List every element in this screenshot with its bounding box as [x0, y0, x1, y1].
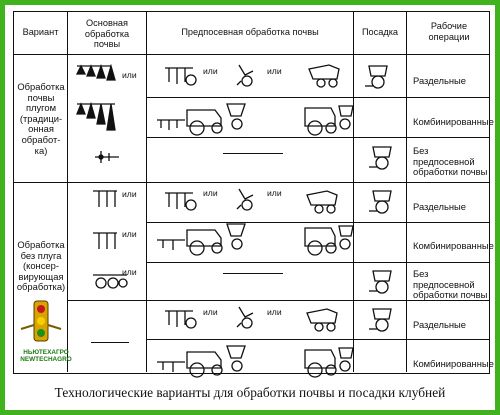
row-divider [146, 137, 489, 139]
row-divider [67, 300, 489, 302]
or-connector: или [122, 267, 137, 277]
header-divider [14, 54, 489, 56]
disc-harrow-icon [93, 274, 128, 289]
combined-tractor-unit-icon [157, 223, 354, 256]
potato-planter-icon [369, 146, 392, 170]
row-divider [146, 222, 489, 224]
chisel-tool-icon [93, 232, 117, 249]
header-primary: Основная обработка почвы [84, 18, 130, 50]
cultivator-icon [165, 67, 197, 86]
mouldboard-plough-icon [76, 101, 116, 131]
newtechagro-logo: НЬЮТЕХАГРО NEWTECHAGRO [19, 299, 72, 369]
operation-label: Без предпосевной обработки почвы [413, 268, 488, 301]
rotary-tiller-icon [236, 64, 254, 87]
cultivator-icon [165, 310, 197, 329]
operation-label: Раздельные [413, 201, 466, 212]
or-connector: или [267, 66, 282, 76]
header-planting: Посадка [361, 27, 399, 37]
or-connector: или [267, 188, 282, 198]
technology-table: Вариант Основная обработка почвы Предпос… [13, 11, 490, 374]
power-harrow-icon [306, 190, 338, 214]
col-divider [353, 12, 355, 372]
group-label-plough: Обработка почвы плугом (традици-онная об… [17, 81, 65, 156]
operation-label: Раздельные [413, 75, 466, 86]
potato-planter-icon [365, 65, 388, 89]
col-divider [146, 12, 148, 372]
or-connector: или [203, 307, 218, 317]
header-presowing: Предпосевная обработка почвы [181, 27, 319, 37]
or-connector: или [122, 189, 137, 199]
document-page: Вариант Основная обработка почвы Предпос… [5, 5, 495, 410]
power-harrow-icon [306, 308, 338, 332]
col-divider [67, 12, 69, 372]
figure-caption: Технологические варианты для обработки п… [54, 385, 446, 400]
header-variant: Вариант [22, 27, 59, 37]
group-divider [14, 182, 489, 184]
operation-label: Комбинированные [413, 116, 494, 127]
harrow-icon [95, 151, 119, 163]
or-connector: или [122, 70, 137, 80]
no-operation-dash [91, 342, 129, 344]
or-connector: или [267, 307, 282, 317]
chisel-tool-icon [93, 190, 117, 207]
no-operation-dash [223, 273, 283, 275]
col-divider [406, 12, 408, 372]
header-operations: Рабочие операции [428, 21, 470, 42]
row-divider [146, 262, 489, 264]
logo-text-ru: НЬЮТЕХАГРО [23, 349, 69, 356]
group-label-no-plough: Обработка без плуга (консер-вирующая обр… [16, 239, 66, 293]
row-divider [146, 97, 489, 99]
rotary-tiller-icon [236, 306, 254, 329]
operation-label: Комбинированные [413, 358, 494, 369]
power-harrow-icon [308, 64, 340, 88]
potato-planter-icon [369, 308, 392, 332]
combined-tractor-unit-icon [157, 345, 354, 378]
row-divider [146, 339, 489, 341]
logo-text-en: NEWTECHAGRO [20, 356, 72, 363]
operation-label: Без предпосевной обработки почвы [413, 145, 488, 178]
or-connector: или [122, 229, 137, 239]
rotary-tiller-icon [236, 188, 254, 211]
operation-label: Комбинированные [413, 240, 494, 251]
potato-planter-icon [369, 190, 392, 214]
combined-tractor-unit-icon [157, 103, 354, 136]
or-connector: или [203, 66, 218, 76]
mouldboard-plough-icon [75, 63, 116, 81]
or-connector: или [203, 188, 218, 198]
no-operation-dash [223, 153, 283, 155]
cultivator-icon [165, 192, 197, 211]
operation-label: Раздельные [413, 319, 466, 330]
potato-planter-icon [369, 270, 392, 294]
traffic-light-logo-icon [20, 300, 62, 342]
